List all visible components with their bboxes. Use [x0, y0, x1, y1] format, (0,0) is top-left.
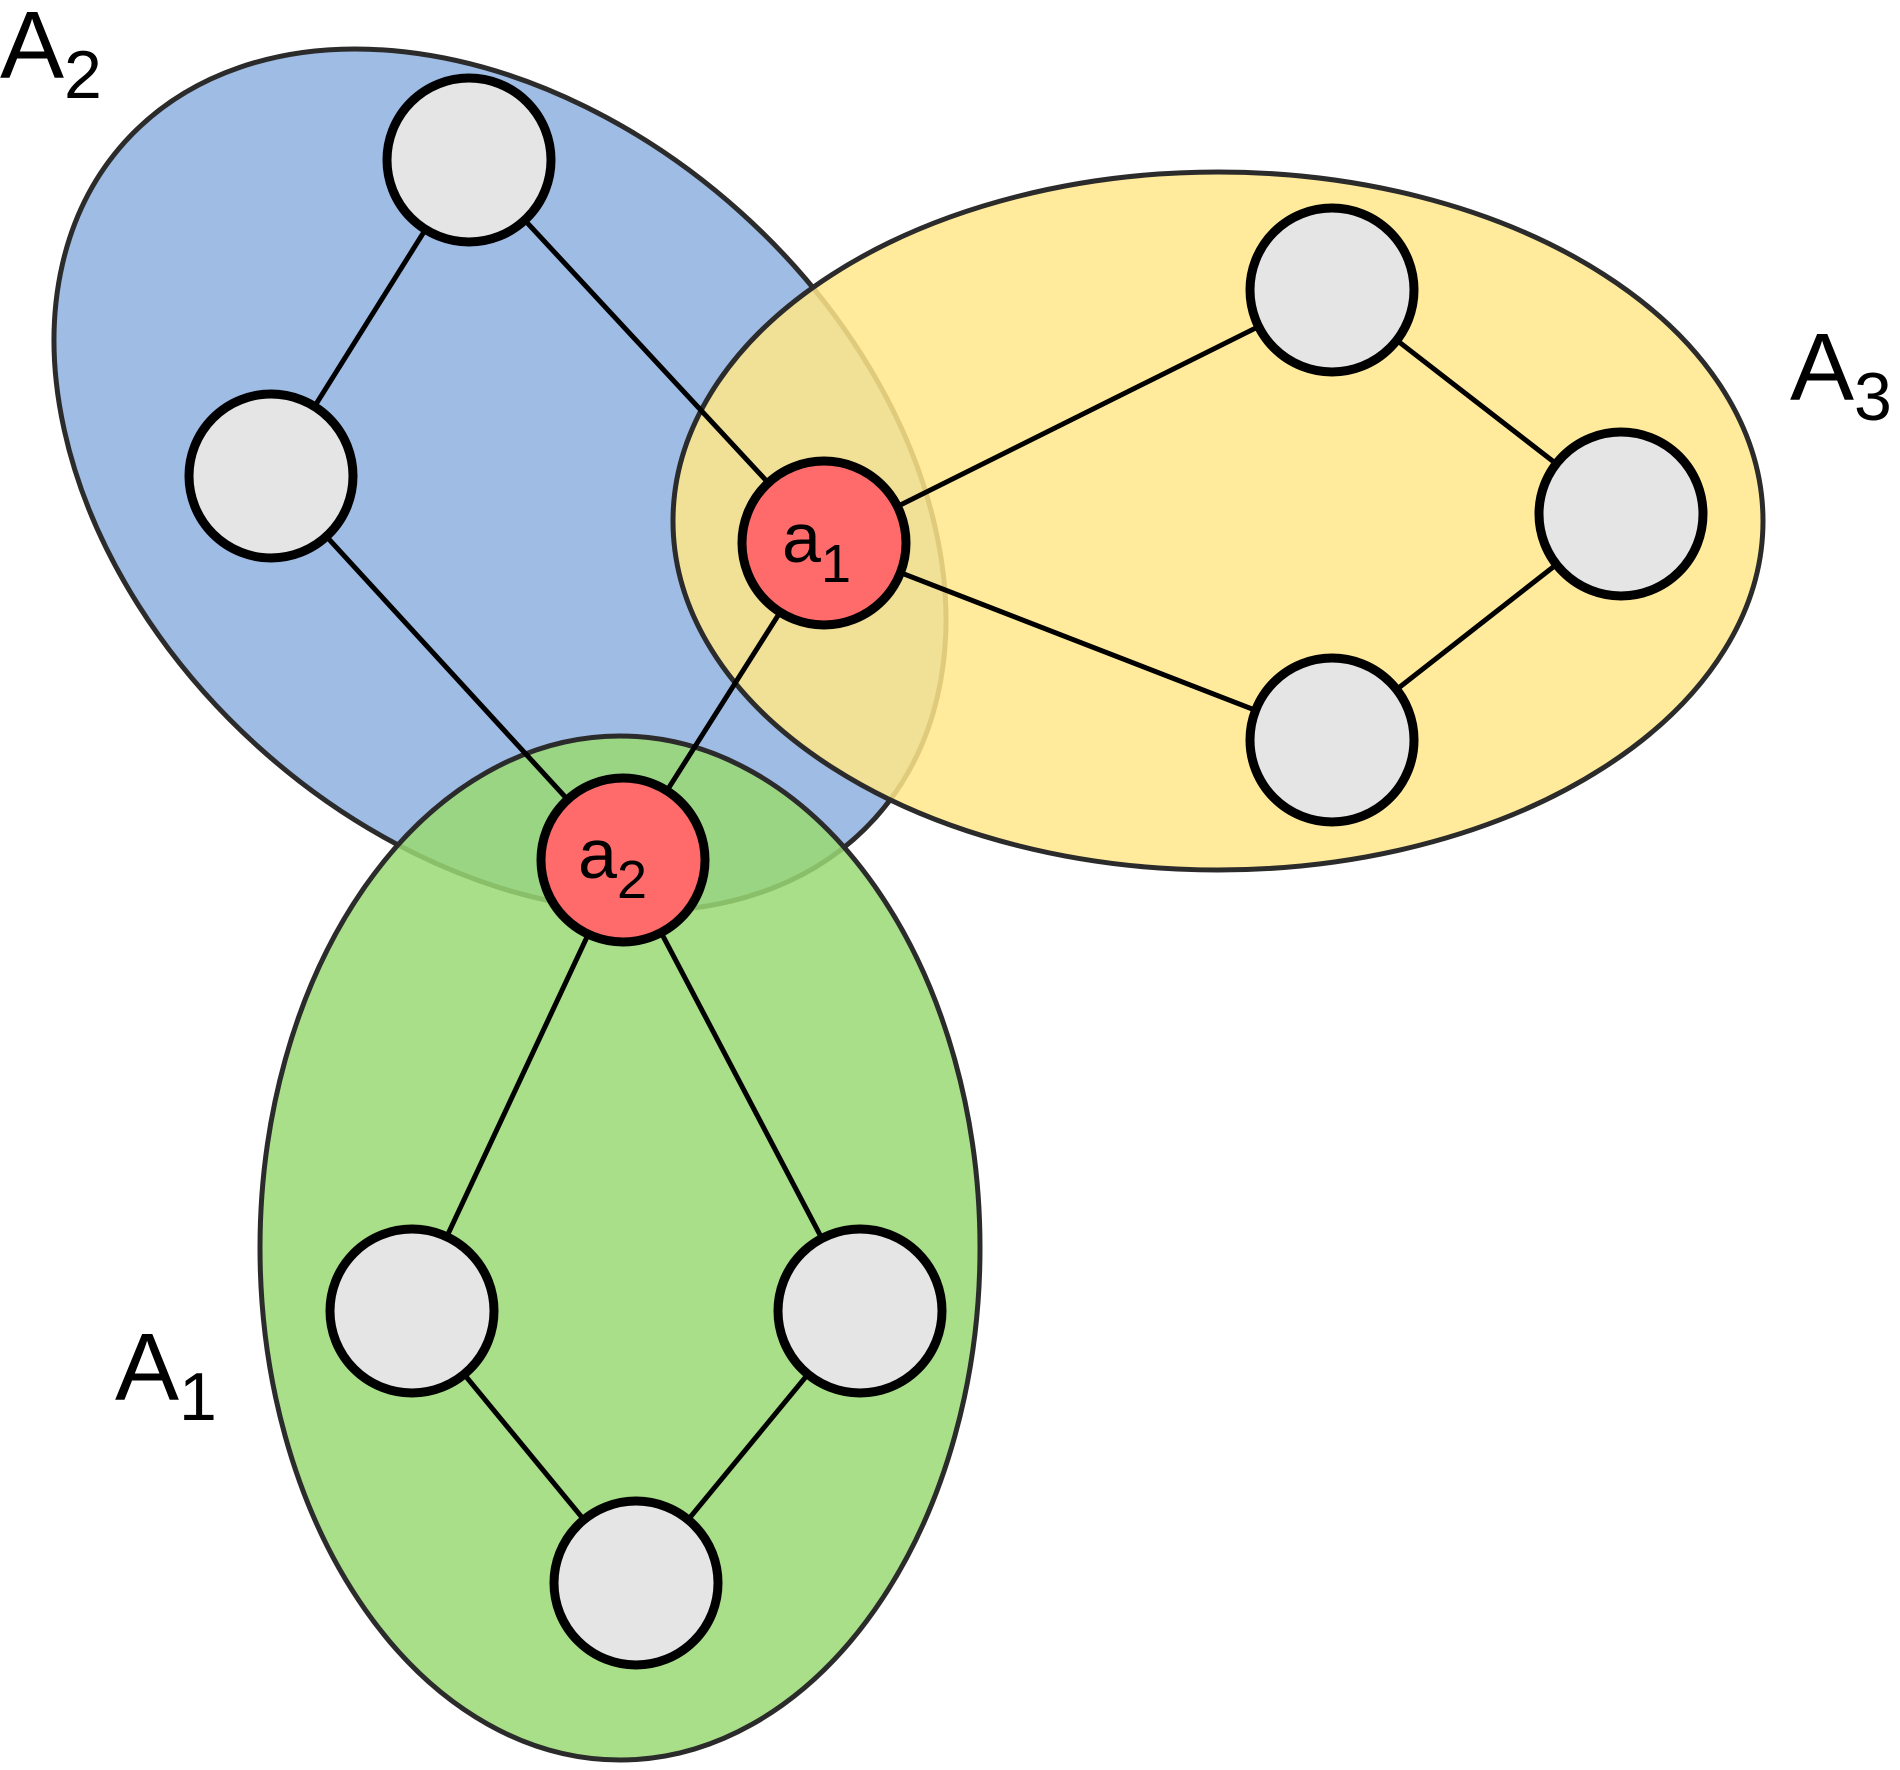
region-a2-label: A2: [0, 0, 102, 113]
graph-node: [184, 389, 358, 563]
regions: [51, 46, 1766, 1763]
region-a3-letter: A: [1790, 314, 1854, 421]
graph-node: [1245, 203, 1419, 377]
graph-node: [1245, 653, 1419, 827]
node-a2-subscript: 2: [617, 850, 647, 910]
node-a1-letter: a: [782, 499, 821, 577]
region-a3: [670, 169, 1766, 873]
node-a1: [737, 456, 911, 630]
region-a3-subscript: 3: [1854, 359, 1892, 435]
region-a1: [257, 733, 983, 1763]
graph-node: [1534, 427, 1708, 601]
nodes: [184, 73, 1708, 1670]
graph-node: [773, 1224, 947, 1398]
region-a1-label: A1: [115, 1314, 217, 1435]
graph-node: [382, 73, 556, 247]
edge: [822, 287, 1334, 546]
region-a1-subscript: 1: [179, 1359, 217, 1435]
edge: [823, 540, 1333, 743]
region-a2: [51, 46, 949, 914]
region-labels: A2 A3 A1: [0, 0, 1892, 1435]
graph-node: [325, 1224, 499, 1398]
graph-node: [549, 1496, 723, 1670]
node-a1-subscript: 1: [821, 534, 851, 594]
region-a2-letter: A: [0, 0, 64, 99]
edge: [269, 474, 625, 862]
node-a1-label: a1: [782, 499, 851, 594]
node-a2: [536, 773, 710, 947]
edge: [467, 158, 826, 545]
node-a2-letter: a: [578, 815, 617, 893]
node-a2-label: a2: [578, 815, 647, 910]
node-labels: a1 a2: [578, 499, 851, 910]
region-a1-letter: A: [115, 1314, 179, 1421]
region-a3-label: A3: [1790, 314, 1892, 435]
region-a2-subscript: 2: [64, 37, 102, 113]
